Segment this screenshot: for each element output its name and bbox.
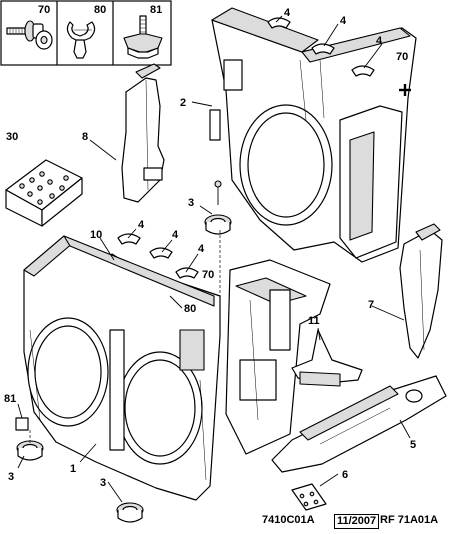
- connector-block-part-30: [5, 159, 83, 227]
- clip-part-4b: [311, 43, 335, 55]
- grommet-part-3b: [16, 440, 44, 461]
- callout-7: 7: [368, 299, 374, 311]
- clip-part-4c: [351, 65, 375, 77]
- inset-81-label: 81: [150, 4, 162, 16]
- callout-10: 10: [90, 229, 102, 241]
- callout-4a: 4: [284, 7, 291, 19]
- callout-4f: 4: [198, 243, 205, 255]
- diagram-date: 11/2007: [334, 514, 380, 529]
- callout-4e: 4: [172, 229, 179, 241]
- clip-part-4d: [117, 233, 141, 245]
- callout-4d: 4: [138, 219, 145, 231]
- inset-70-label: 70: [38, 4, 50, 16]
- air-duct-part-11: [291, 329, 363, 387]
- fastener-70a-icon: [399, 84, 411, 96]
- bolt-with-washer-icon: [6, 20, 53, 50]
- clip-part-4a: [267, 17, 291, 29]
- deflector-part-7: [399, 223, 443, 359]
- centre-assembly: [225, 259, 331, 455]
- callout-70b: 70: [202, 269, 214, 281]
- stud-clip-icon: [123, 15, 163, 59]
- clip-81-marker: [15, 417, 29, 431]
- grommet-part-3c: [116, 502, 144, 523]
- clip-part-4e: [149, 247, 173, 259]
- callout-4b: 4: [340, 15, 347, 27]
- diagram-code: 7410C01A: [262, 514, 315, 526]
- callout-30: 30: [6, 131, 18, 143]
- callout-81: 81: [4, 393, 16, 405]
- callout-3a: 3: [188, 197, 194, 209]
- callout-5: 5: [410, 439, 416, 451]
- callout-2: 2: [180, 97, 186, 109]
- front-end-carrier-part-2: [209, 7, 417, 263]
- callout-70a: 70: [396, 51, 408, 63]
- inset-panel: 70 80 81: [0, 0, 172, 66]
- callout-8: 8: [82, 131, 88, 143]
- callout-3b: 3: [8, 471, 14, 483]
- callout-4c: 4: [376, 35, 383, 47]
- cross-beam-part-5: [271, 375, 447, 473]
- callout-80: 80: [184, 303, 196, 315]
- cable-clip-icon: [66, 21, 96, 59]
- callout-11: 11: [308, 315, 320, 327]
- inset-80-label: 80: [94, 4, 106, 16]
- callout-1: 1: [70, 463, 76, 475]
- front-carrier-part-1: [23, 235, 221, 501]
- callout-3c: 3: [100, 477, 106, 489]
- grommet-part-3a: [204, 214, 232, 235]
- callout-6: 6: [342, 469, 348, 481]
- deflector-part-8: [121, 63, 165, 203]
- plate-part-6: [291, 483, 327, 511]
- leader-lines: [17, 15, 411, 503]
- clip-part-4f: [175, 267, 199, 279]
- footer: 7410C01A 11/2007 RF 71A01A: [0, 512, 450, 532]
- diagram-reference: RF 71A01A: [380, 514, 439, 526]
